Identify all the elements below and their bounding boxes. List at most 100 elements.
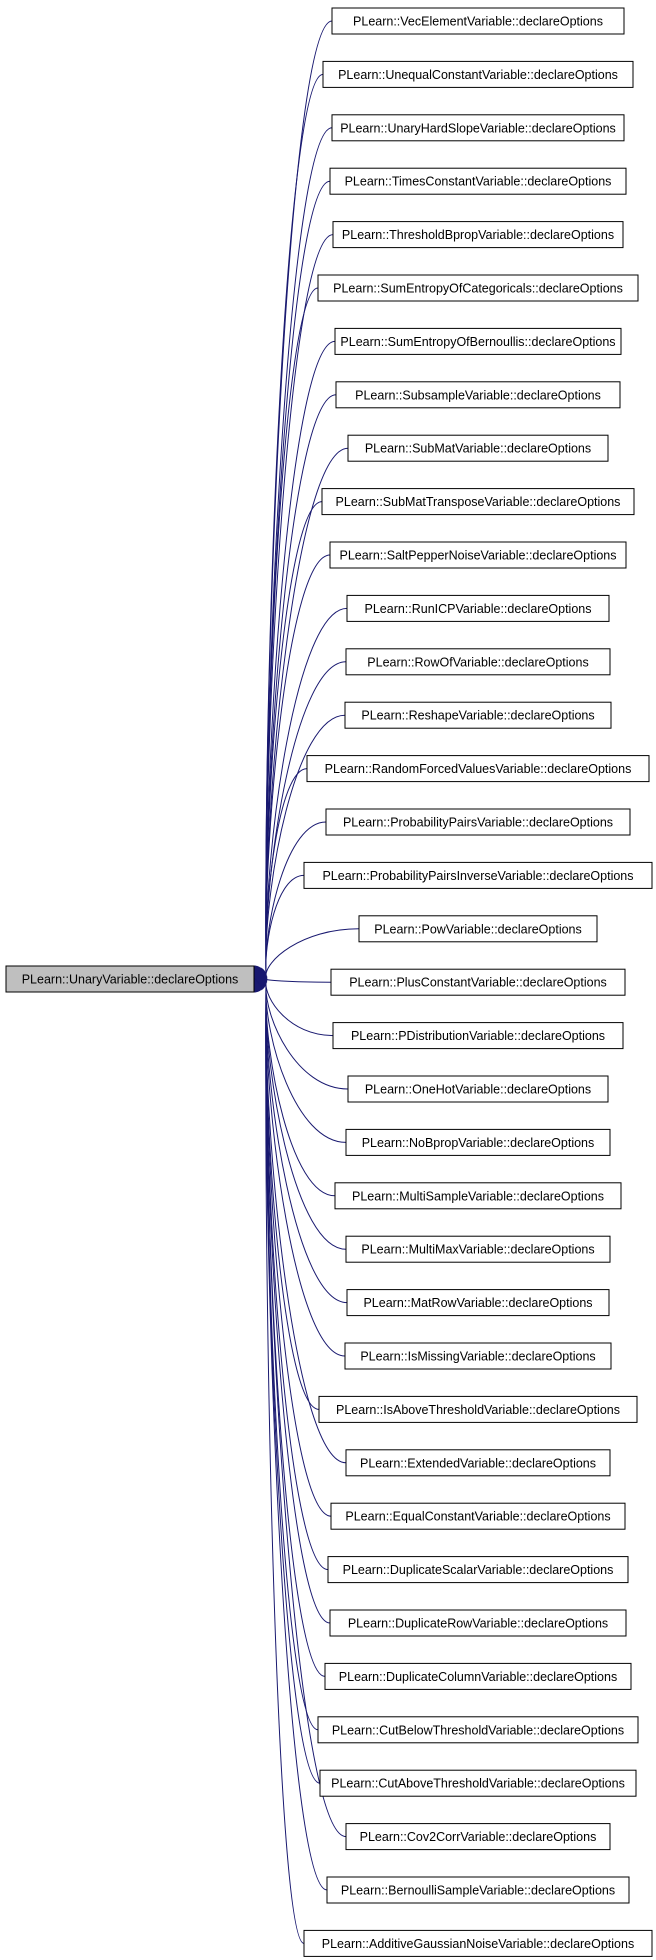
class-node-label: PLearn::EqualConstantVariable::declareOp… [345, 1510, 610, 1524]
class-node-label: PLearn::PowVariable::declareOptions [374, 922, 582, 936]
inheritance-edge [265, 996, 320, 1410]
class-node-box [346, 1289, 610, 1317]
class-node[interactable]: PLearn::PDistributionVariable::declareOp… [332, 1022, 624, 1050]
class-node-label: PLearn::PDistributionVariable::declareOp… [351, 1029, 605, 1043]
class-node-box [345, 1823, 611, 1851]
class-node-label: PLearn::VecElementVariable::declareOptio… [353, 15, 603, 29]
class-node[interactable]: PLearn::ExtendedVariable::declareOptions [345, 1449, 611, 1477]
class-node[interactable]: PLearn::ThresholdBpropVariable::declareO… [332, 221, 624, 249]
class-node[interactable]: PLearn::ReshapeVariable::declareOptions [344, 701, 612, 729]
class-node-label: PLearn::IsMissingVariable::declareOption… [360, 1350, 595, 1364]
class-node-label: PLearn::SumEntropyOfBernoullis::declareO… [340, 335, 615, 349]
class-node-box [358, 915, 598, 943]
class-node-box [325, 808, 631, 836]
inheritance-edge [265, 989, 347, 1250]
class-node-label: PLearn::CutBelowThresholdVariable::decla… [332, 1723, 624, 1737]
class-node-box [327, 1556, 629, 1584]
class-node-box [345, 1235, 611, 1263]
inheritance-edge [265, 978, 332, 983]
class-node-label: PLearn::ProbabilityPairsInverseVariable:… [322, 869, 633, 883]
class-node-label: PLearn::MatRowVariable::declareOptions [363, 1296, 592, 1310]
class-node[interactable]: PLearn::Cov2CorrVariable::declareOptions [345, 1823, 611, 1851]
class-node[interactable]: PLearn::PlusConstantVariable::declareOpt… [330, 968, 626, 996]
inheritance-edge [265, 1015, 328, 1891]
nodes-layer: PLearn::UnaryVariable::declareOptionsPLe… [5, 7, 653, 1957]
class-node-box [330, 968, 626, 996]
class-node-label: PLearn::SubMatVariable::declareOptions [365, 442, 591, 456]
class-node-box [347, 1075, 609, 1103]
class-node-box [346, 594, 610, 622]
class-node-label: PLearn::IsAboveThresholdVariable::declar… [336, 1403, 620, 1417]
inheritance-edge [265, 1002, 329, 1571]
class-node[interactable]: PLearn::NoBpropVariable::declareOptions [345, 1128, 611, 1156]
inheritance-edge [265, 994, 346, 1357]
class-node[interactable]: PLearn::SumEntropyOfCategoricals::declar… [317, 274, 639, 302]
class-node[interactable]: PLearn::CutBelowThresholdVariable::decla… [317, 1716, 639, 1744]
class-node[interactable]: PLearn::BernoulliSampleVariable::declare… [326, 1876, 630, 1904]
class-node-label: PLearn::ExtendedVariable::declareOptions [360, 1456, 596, 1470]
class-node-box [324, 1662, 632, 1690]
class-node-box [331, 7, 625, 35]
class-node[interactable]: PLearn::ProbabilityPairsInverseVariable:… [303, 861, 653, 889]
inheritance-edge [265, 998, 347, 1464]
class-node[interactable]: PLearn::DuplicateScalarVariable::declare… [327, 1556, 629, 1584]
class-node[interactable]: PLearn::OneHotVariable::declareOptions [347, 1075, 609, 1103]
class-node[interactable]: PLearn::MatRowVariable::declareOptions [346, 1289, 610, 1317]
root-node[interactable]: PLearn::UnaryVariable::declareOptions [5, 965, 255, 993]
class-node[interactable]: PLearn::SubMatVariable::declareOptions [347, 434, 609, 462]
class-node[interactable]: PLearn::RowOfVariable::declareOptions [345, 648, 611, 676]
class-node[interactable]: PLearn::TimesConstantVariable::declareOp… [329, 167, 627, 195]
class-node-label: PLearn::Cov2CorrVariable::declareOptions [360, 1830, 597, 1844]
class-node-box [335, 381, 621, 409]
class-node-label: PLearn::SumEntropyOfCategoricals::declar… [333, 282, 623, 296]
class-node[interactable]: PLearn::SubsampleVariable::declareOption… [335, 381, 621, 409]
class-node[interactable]: PLearn::IsAboveThresholdVariable::declar… [318, 1395, 638, 1423]
class-node[interactable]: PLearn::SubMatTransposeVariable::declare… [321, 488, 635, 516]
class-node-box [317, 1716, 639, 1744]
class-node[interactable]: PLearn::DuplicateRowVariable::declareOpt… [329, 1609, 627, 1637]
class-node-label: PLearn::AdditiveGaussianNoiseVariable::d… [322, 1937, 634, 1951]
class-node-box [321, 488, 635, 516]
class-node-box [306, 755, 650, 783]
class-node[interactable]: PLearn::VecElementVariable::declareOptio… [331, 7, 625, 35]
class-node-label: PLearn::PlusConstantVariable::declareOpt… [349, 976, 607, 990]
class-node-label: PLearn::RowOfVariable::declareOptions [367, 655, 588, 669]
class-node[interactable]: PLearn::UnequalConstantVariable::declare… [322, 60, 634, 88]
inheritance-edge [265, 928, 360, 978]
class-node[interactable]: PLearn::SumEntropyOfBernoullis::declareO… [334, 327, 622, 355]
class-node[interactable]: PLearn::EqualConstantVariable::declareOp… [330, 1502, 626, 1530]
class-node[interactable]: PLearn::SaltPepperNoiseVariable::declare… [329, 541, 627, 569]
class-node-box [317, 274, 639, 302]
class-node[interactable]: PLearn::RunICPVariable::declareOptions [346, 594, 610, 622]
inheritance-edge [265, 985, 347, 1143]
inheritance-edge [265, 234, 334, 950]
class-node-label: PLearn::DuplicateScalarVariable::declare… [343, 1563, 614, 1577]
class-node-label: PLearn::UnaryHardSlopeVariable::declareO… [340, 121, 616, 135]
class-node[interactable]: PLearn::AdditiveGaussianNoiseVariable::d… [303, 1929, 653, 1957]
inheritance-edge [265, 73, 324, 943]
root-node-box [5, 965, 255, 993]
class-node-box [330, 1502, 626, 1530]
class-node-label: PLearn::DuplicateRowVariable::declareOpt… [348, 1617, 608, 1631]
class-node-box [319, 1769, 637, 1797]
class-node[interactable]: PLearn::MultiMaxVariable::declareOptions [345, 1235, 611, 1263]
class-node-box [329, 1609, 627, 1637]
class-node[interactable]: PLearn::ProbabilityPairsVariable::declar… [325, 808, 631, 836]
class-node-label: PLearn::MultiMaxVariable::declareOptions [361, 1243, 594, 1257]
class-node[interactable]: PLearn::UnaryHardSlopeVariable::declareO… [331, 114, 625, 142]
class-node[interactable]: PLearn::DuplicateColumnVariable::declare… [324, 1662, 632, 1690]
class-node[interactable]: PLearn::MultiSampleVariable::declareOpti… [334, 1182, 622, 1210]
inheritance-edge [265, 1013, 347, 1838]
inheritance-edge [265, 1011, 321, 1784]
inheritance-edge [265, 1017, 305, 1944]
class-node-label: PLearn::ProbabilityPairsVariable::declar… [343, 816, 613, 830]
class-node[interactable]: PLearn::CutAboveThresholdVariable::decla… [319, 1769, 637, 1797]
class-node[interactable]: PLearn::RandomForcedValuesVariable::decl… [306, 755, 650, 783]
class-node[interactable]: PLearn::PowVariable::declareOptions [358, 915, 598, 943]
class-node-box [344, 701, 612, 729]
class-node-label: PLearn::TimesConstantVariable::declareOp… [345, 175, 612, 189]
class-node-box [322, 60, 634, 88]
class-node[interactable]: PLearn::IsMissingVariable::declareOption… [344, 1342, 612, 1370]
class-node-box [334, 1182, 622, 1210]
